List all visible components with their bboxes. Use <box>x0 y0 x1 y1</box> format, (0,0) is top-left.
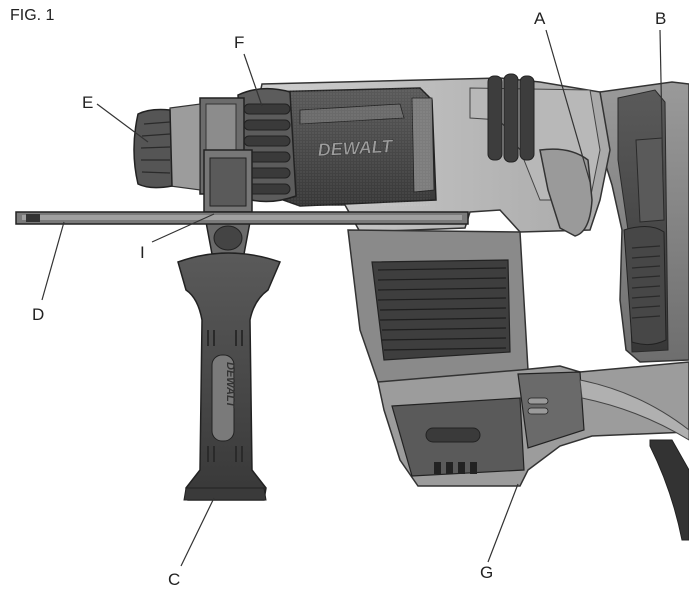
leader-c <box>180 497 215 567</box>
callout-a: A <box>534 9 546 28</box>
leader-lines <box>41 29 664 567</box>
leader-f <box>243 53 263 107</box>
main-housing: DEWALT <box>247 73 611 237</box>
callout-b: B <box>655 9 666 28</box>
handle-brand-logo: DEWALT <box>224 362 236 409</box>
leader-i <box>151 213 215 243</box>
lower-motor-housing <box>347 229 529 393</box>
chuck-collar <box>133 97 245 195</box>
rear-handle <box>597 81 689 363</box>
callout-f: F <box>234 33 244 52</box>
depth-rod <box>15 211 469 225</box>
side-handle-clamp <box>203 149 253 255</box>
callout-d: D <box>32 305 44 324</box>
leader-g <box>487 483 519 563</box>
leader-b <box>659 29 664 183</box>
callout-labels: A B C D E F G I <box>32 9 666 589</box>
callout-e: E <box>82 93 93 112</box>
leader-d <box>41 221 65 301</box>
leader-e <box>96 103 149 143</box>
tool-base <box>377 361 689 541</box>
callout-c: C <box>168 570 180 589</box>
leader-a <box>545 29 591 183</box>
callout-g: G <box>480 563 493 582</box>
callout-i: I <box>140 243 145 262</box>
side-handle: DEWALT <box>177 252 282 501</box>
figure-label: FIG. 1 <box>10 7 55 24</box>
